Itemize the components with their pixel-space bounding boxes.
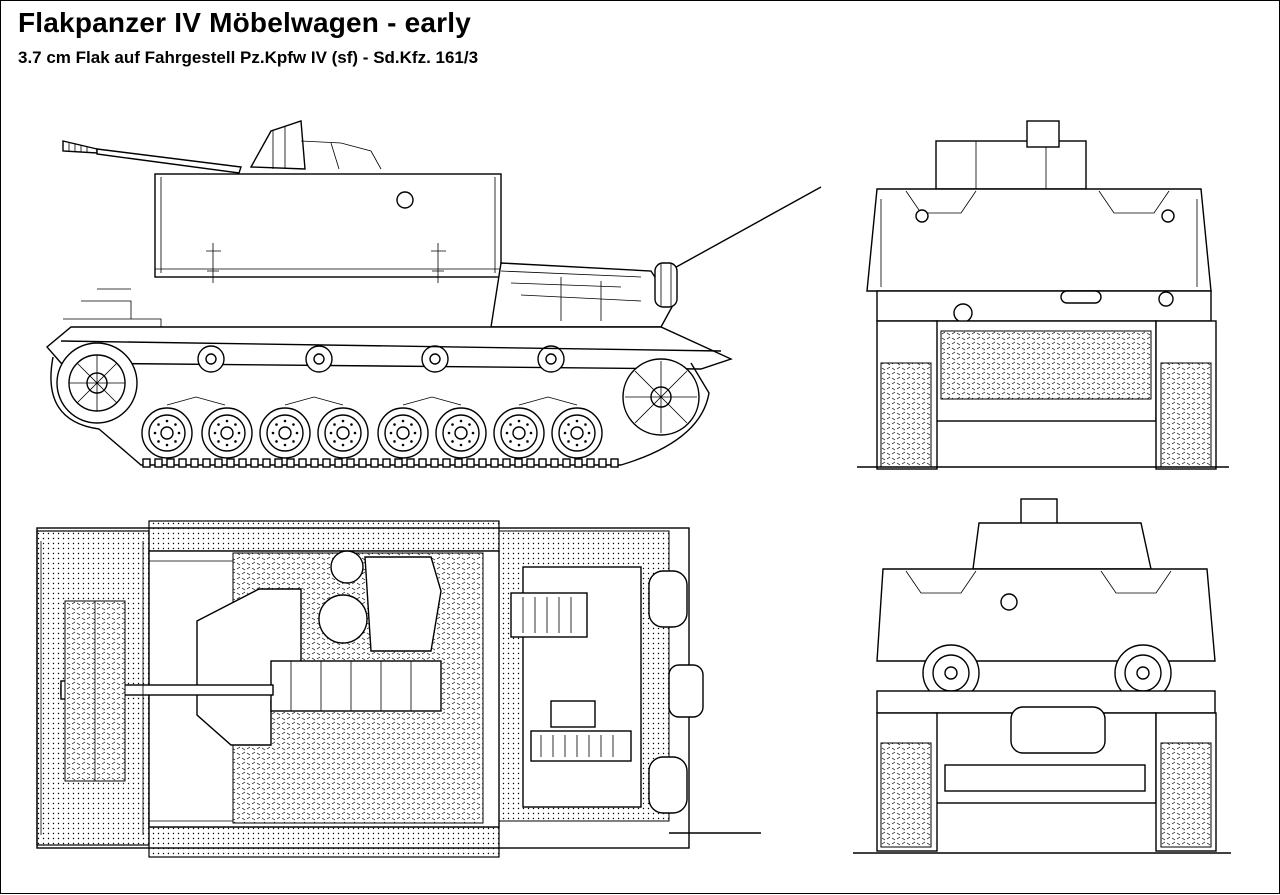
right-track-rear (1155, 712, 1217, 852)
track-link (274, 458, 283, 468)
track-link (298, 458, 307, 468)
track-link (250, 458, 259, 468)
road-wheels (141, 396, 603, 459)
gun-barrel (62, 140, 242, 174)
engine-grille-2 (530, 730, 632, 762)
road-wheel (201, 407, 253, 459)
drawing-subtitle: 3.7 cm Flak auf Fahrgestell Pz.Kpfw IV (… (18, 48, 479, 67)
track-link (286, 458, 295, 468)
track-link (190, 458, 199, 468)
road-wheel (435, 407, 487, 459)
hull-side (46, 326, 733, 370)
road-wheel (493, 396, 578, 459)
track-link (478, 458, 487, 468)
track-link (226, 458, 235, 468)
track-link (166, 458, 175, 468)
gun-shield (249, 120, 306, 170)
rear-box (876, 568, 1216, 662)
rear-view (853, 498, 1231, 854)
track-link (430, 458, 439, 468)
road-wheel (377, 396, 462, 459)
track-link (310, 458, 319, 468)
exhaust-muffler (668, 664, 704, 718)
return-roller (421, 345, 449, 373)
track-link (142, 458, 151, 468)
front-gun-shield (935, 140, 1087, 190)
left-track-front (876, 320, 938, 470)
road-wheel (259, 396, 344, 459)
track-link (574, 458, 583, 468)
engine-deck (490, 262, 674, 328)
side-hatch-knob (396, 191, 414, 209)
track-link (454, 458, 463, 468)
spare-track-links (64, 600, 126, 782)
track-link (586, 458, 595, 468)
antenna (668, 186, 822, 272)
track-link (394, 458, 403, 468)
drive-sprocket (56, 342, 138, 424)
track-link (490, 458, 499, 468)
return-rollers (197, 345, 565, 373)
track-link (238, 458, 247, 468)
track-link (262, 458, 271, 468)
track-link (538, 458, 547, 468)
track-link (346, 458, 355, 468)
track-link (610, 458, 619, 468)
gun-breech-top (270, 660, 442, 712)
engine-grille (510, 592, 588, 638)
track-link (466, 458, 475, 468)
spare-wheel-bottom (648, 756, 688, 814)
track-link (550, 458, 559, 468)
rear-spare-wheel-left (922, 644, 980, 702)
track-link (214, 458, 223, 468)
idler-wheel (622, 358, 700, 436)
track-link (370, 458, 379, 468)
road-wheel (317, 407, 369, 459)
track-link (502, 458, 511, 468)
track-link (418, 458, 427, 468)
track-link (598, 458, 607, 468)
spare-wheel-top (648, 570, 688, 628)
left-track-rear (876, 712, 938, 852)
superstructure-box (154, 173, 502, 278)
track-link (526, 458, 535, 468)
rear-muffler (1010, 706, 1106, 754)
track-run (50, 356, 710, 466)
return-roller (537, 345, 565, 373)
side-view (46, 120, 822, 468)
track-link (154, 458, 163, 468)
top-view (36, 520, 761, 858)
road-wheel (551, 407, 603, 459)
return-roller (197, 345, 225, 373)
track-link (406, 458, 415, 468)
return-roller (305, 345, 333, 373)
road-wheel (141, 396, 226, 459)
front-view (857, 120, 1229, 470)
track-link (514, 458, 523, 468)
track-link (334, 458, 343, 468)
track-link (178, 458, 187, 468)
front-box (866, 188, 1212, 292)
track-link (562, 458, 571, 468)
track-link (322, 458, 331, 468)
track-link (442, 458, 451, 468)
drawing-title: Flakpanzer IV Möbelwagen - early (18, 7, 471, 38)
track-link (358, 458, 367, 468)
right-track-front (1155, 320, 1217, 470)
rear-spare-wheel-right (1114, 644, 1172, 702)
track-links (142, 458, 619, 468)
track-link (382, 458, 391, 468)
track-link (202, 458, 211, 468)
